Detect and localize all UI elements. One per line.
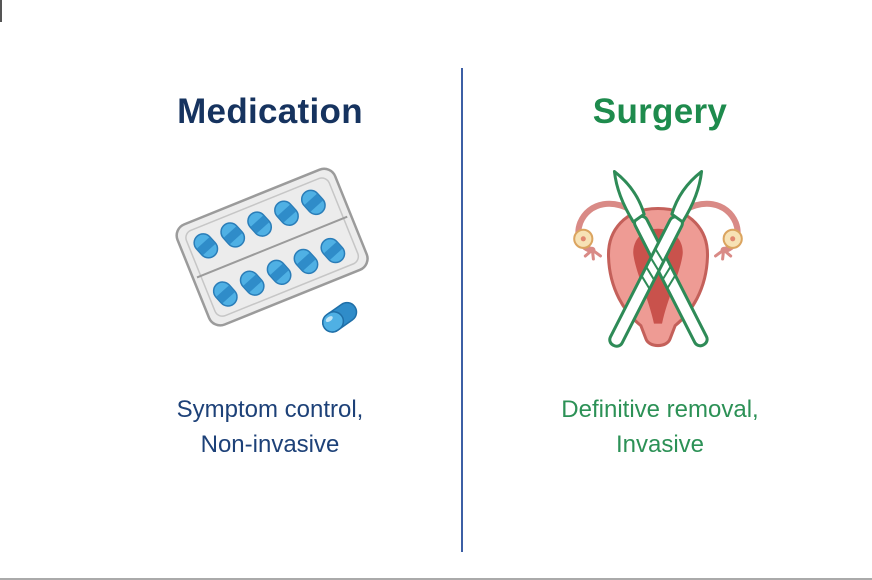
surgery-illustration xyxy=(552,156,764,363)
medication-caption: Symptom control, Non-invasive xyxy=(70,392,470,462)
vertical-divider xyxy=(461,68,463,552)
surgery-caption-line1: Definitive removal, xyxy=(561,396,759,423)
pill-row-top xyxy=(193,189,326,259)
loose-pill-icon xyxy=(322,301,358,333)
blister-pack xyxy=(175,167,369,327)
pill-row-bottom xyxy=(212,237,346,307)
pill-blister-pack-icon xyxy=(175,167,369,333)
medication-caption-line1: Symptom control, xyxy=(176,396,364,423)
crossed-scalpels-icon xyxy=(608,170,709,348)
bottom-edge-line xyxy=(0,578,872,580)
uterus-scalpels-icon xyxy=(573,170,743,348)
surgery-caption-line2: Invasive xyxy=(615,431,705,458)
medication-title: Medication xyxy=(177,92,363,131)
surgery-caption: Definitive removal, Invasive xyxy=(460,392,860,462)
scalpel-icon xyxy=(608,170,704,348)
medication-caption-line2: Non-invasive xyxy=(200,431,340,458)
surgery-title: Surgery xyxy=(592,92,728,131)
top-left-edge-mark xyxy=(0,0,2,22)
medication-illustration xyxy=(166,153,384,353)
